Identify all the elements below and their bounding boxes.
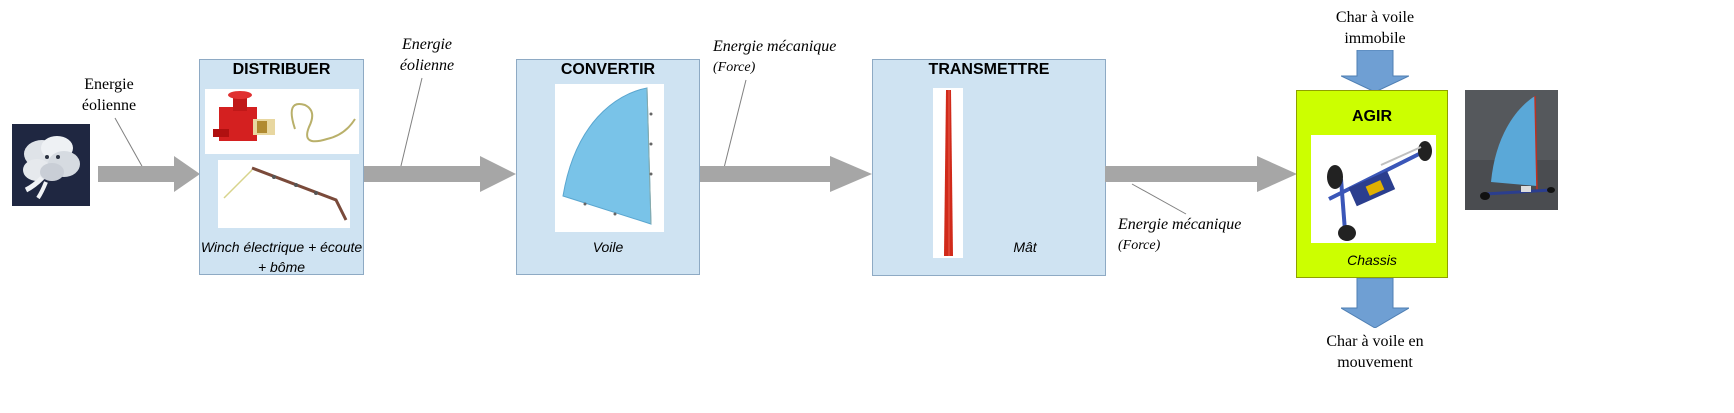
top-input-label: Char à voile immobile bbox=[1335, 9, 1415, 47]
block-agir: AGIR Chassis bbox=[1296, 90, 1448, 278]
block-convertir: CONVERTIR Voile bbox=[516, 59, 700, 275]
chassis-icon bbox=[1311, 135, 1436, 243]
flow-label-4-leader bbox=[1131, 183, 1187, 215]
block-transmettre: TRANSMETTRE Mât bbox=[872, 59, 1106, 276]
mast-icon bbox=[933, 88, 963, 258]
flow-label-2: Energie éolienne bbox=[399, 36, 455, 74]
block-title-transmettre: TRANSMETTRE bbox=[928, 61, 1050, 78]
sail-icon bbox=[555, 84, 664, 232]
caption-transmettre: Mât bbox=[1013, 239, 1037, 255]
flow-label-2-leader bbox=[399, 77, 423, 171]
wind-cloud-icon bbox=[12, 124, 90, 206]
land-yacht-photo-icon bbox=[1465, 90, 1558, 210]
block-distribuer: DISTRIBUER Winch électrique + écoute + b… bbox=[199, 59, 364, 275]
flow-arrow-2 bbox=[364, 156, 516, 192]
input-label: Energie éolienne bbox=[81, 76, 137, 114]
block-title-agir: AGIR bbox=[1352, 108, 1392, 125]
boom-icon bbox=[218, 160, 350, 228]
caption-convertir: Voile bbox=[592, 239, 624, 255]
flow-label-3: Energie mécanique (Force) bbox=[713, 38, 837, 75]
bottom-output-label: Char à voile en mouvement bbox=[1326, 333, 1424, 371]
flow-label-4: Energie mécanique (Force) bbox=[1118, 216, 1242, 253]
flow-label-3-leader bbox=[723, 79, 747, 169]
flow-arrow-3 bbox=[700, 156, 872, 192]
flow-arrow-1 bbox=[98, 156, 200, 192]
top-down-arrow bbox=[1341, 50, 1409, 92]
input-label-leader bbox=[114, 117, 144, 169]
bottom-down-arrow bbox=[1341, 278, 1409, 328]
winch-icon bbox=[205, 89, 359, 154]
block-title-distribuer: DISTRIBUER bbox=[232, 61, 331, 78]
flow-arrow-4 bbox=[1105, 156, 1297, 192]
block-title-convertir: CONVERTIR bbox=[560, 61, 656, 78]
caption-distribuer: Winch électrique + écoute + bôme bbox=[200, 239, 363, 275]
caption-agir: Chassis bbox=[1347, 252, 1397, 268]
